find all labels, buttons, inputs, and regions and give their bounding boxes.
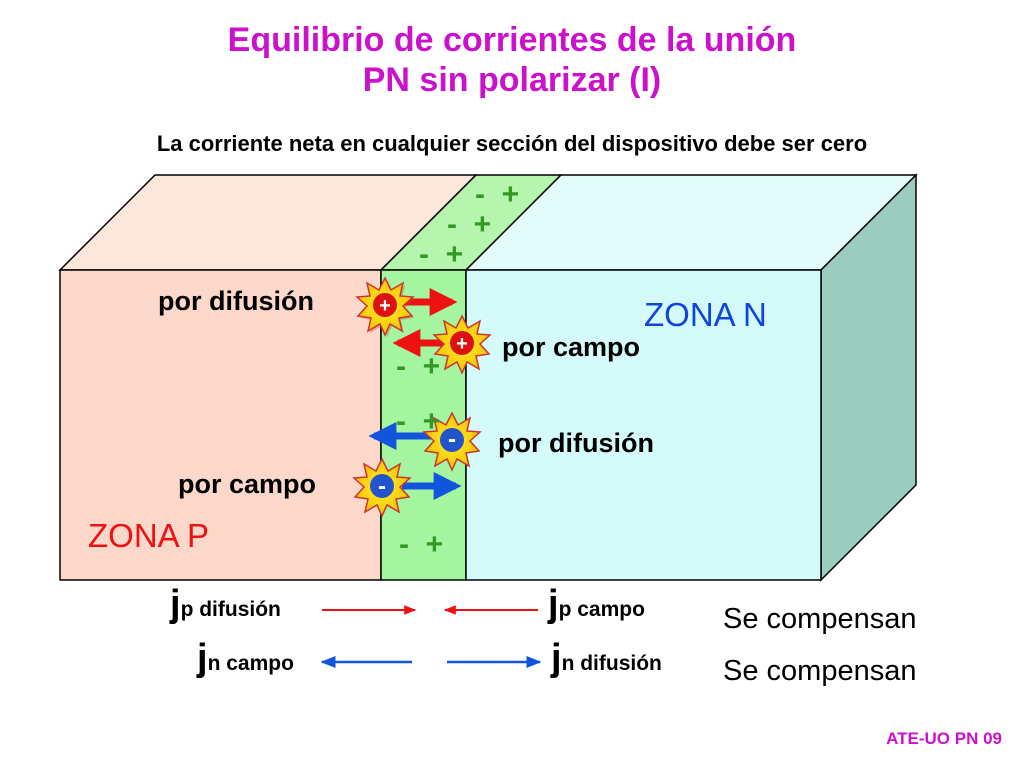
label-hole-diffusion: por difusión <box>158 286 314 316</box>
label-electron-field: por campo <box>178 469 317 499</box>
hole-symbol-2: + <box>456 333 468 355</box>
hole-carrier-diffusion <box>355 276 415 337</box>
jn-field-label: jn campo <box>197 637 294 679</box>
junction-signs-row: - + <box>396 405 441 438</box>
junction-signs-row: - + <box>475 178 520 211</box>
hole-carrier-field <box>432 314 492 375</box>
zone-p-label: ZONA P <box>88 517 210 554</box>
junction-signs-row: - + <box>399 528 444 561</box>
jn-diffusion-label: jn difusión <box>551 637 662 679</box>
hole-symbol-1: + <box>379 295 391 317</box>
page-title-line2: PN sin polarizar (I) <box>362 61 662 99</box>
electron-carrier-field <box>352 457 412 518</box>
label-hole-field: por campo <box>502 332 641 362</box>
p-zone-face <box>59 269 382 581</box>
subtitle: La corriente neta en cualquier sección d… <box>156 131 868 156</box>
junction-signs-row: - + <box>419 238 464 271</box>
jp-diffusion-label: jp difusión <box>170 583 281 625</box>
label-electron-diffusion: por difusión <box>498 428 654 458</box>
jp-field-label: jp campo <box>548 583 645 625</box>
compensation-note-2: Se compensan <box>723 655 917 687</box>
junction-signs-row: - + <box>396 350 441 383</box>
compensation-note-1: Se compensan <box>723 603 917 635</box>
electron-carrier-diffusion <box>422 411 482 472</box>
electron-symbol-1: - <box>448 426 456 453</box>
n-zone-face <box>465 269 822 581</box>
slide-footer: ATE-UO PN 09 <box>886 729 1002 748</box>
junction-signs-row: - + <box>447 208 492 241</box>
zone-n-label: ZONA N <box>644 296 767 333</box>
electron-symbol-2: - <box>378 473 386 500</box>
page-title-line1: Equilibrio de corrientes de la unión <box>227 21 797 59</box>
